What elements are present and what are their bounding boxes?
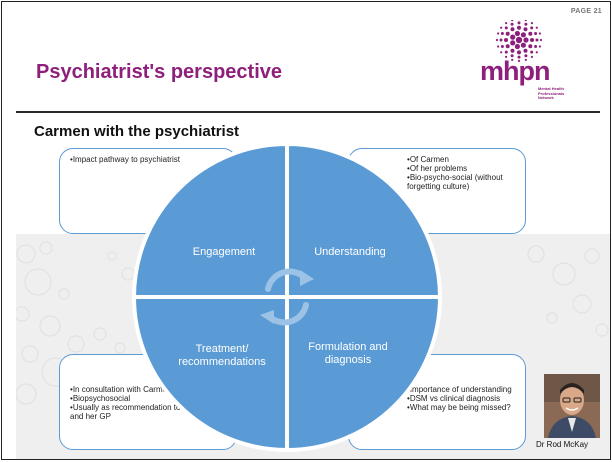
quadrant-label-understanding: Understanding <box>314 246 386 258</box>
logo-dot <box>524 23 527 26</box>
logo-dot <box>521 32 526 37</box>
logo-dot <box>506 32 510 36</box>
logo-dot <box>540 39 542 41</box>
logo-dot <box>505 22 507 24</box>
logo-dot <box>511 49 515 53</box>
logo-dot <box>505 51 508 54</box>
logo-dot <box>523 37 528 42</box>
logo-dot <box>505 26 508 29</box>
logo-dot <box>510 35 515 40</box>
quadrant-label-treatment-1: Treatment/ <box>196 343 250 355</box>
logo-dot <box>524 49 528 53</box>
logo-dot <box>504 38 508 42</box>
quadrant-engagement <box>134 144 287 297</box>
logo-dot <box>497 45 499 47</box>
logo-dot <box>525 20 527 21</box>
logo-dot <box>528 44 532 48</box>
person-portrait-icon <box>544 374 600 438</box>
logo-dot <box>536 51 538 53</box>
logo-dot <box>530 26 533 29</box>
logo-dot <box>511 20 513 21</box>
logo-dot <box>515 44 520 49</box>
logo-dot <box>500 39 503 42</box>
logo-dot <box>497 32 499 34</box>
logo-wordmark: mhpn <box>480 56 550 87</box>
logo-dot <box>530 38 534 42</box>
logo-dot <box>500 27 502 29</box>
quadrant-label-treatment-2: recommendations <box>178 356 266 368</box>
slide-subtitle: Carmen with the psychiatrist <box>34 123 239 140</box>
presenter-name: Dr Rod McKay <box>536 440 588 449</box>
logo-dot <box>511 23 514 26</box>
logo-dot <box>531 22 533 24</box>
logo-dot <box>530 51 533 54</box>
quadrant-understanding <box>287 144 440 297</box>
quadrant-label-formulation-1: Formulation and <box>308 341 388 353</box>
logo-dot <box>516 37 522 43</box>
logo-dot <box>511 27 515 31</box>
logo-tagline: Mental Health Professionals Network <box>538 87 578 101</box>
logo-dot <box>536 27 538 29</box>
quadrant-treatment <box>134 297 287 450</box>
logo-dot <box>524 27 528 31</box>
presenter-photo <box>544 374 600 438</box>
logo-dot <box>510 40 515 45</box>
logo-dot <box>534 45 537 48</box>
logo-dot <box>506 44 510 48</box>
logo-dot <box>528 32 532 36</box>
logo-dot <box>539 32 541 34</box>
logo-dot <box>521 43 526 48</box>
logo-tagline-line: Network <box>538 96 578 101</box>
logo-dot <box>517 26 521 30</box>
logo-dot <box>517 50 521 54</box>
logo-dot <box>501 32 504 35</box>
quadrant-label-engagement: Engagement <box>193 246 255 258</box>
logo-dot <box>500 51 502 53</box>
logo-dot <box>515 31 520 36</box>
logo-dot <box>496 39 498 41</box>
page-number: PAGE 21 <box>571 8 602 15</box>
logo-dot <box>518 21 521 24</box>
logo-dot <box>536 39 539 42</box>
logo-dot <box>501 45 504 48</box>
slide-title: Psychiatrist's perspective <box>36 61 282 84</box>
quadrant-label-formulation-2: diagnosis <box>325 354 372 366</box>
title-divider <box>16 111 600 113</box>
logo-dot <box>534 32 537 35</box>
quadrant-formulation <box>287 297 440 450</box>
logo-dot <box>539 45 541 47</box>
cycle-quadrant-diagram: Engagement Understanding Treatment/ reco… <box>132 142 442 452</box>
